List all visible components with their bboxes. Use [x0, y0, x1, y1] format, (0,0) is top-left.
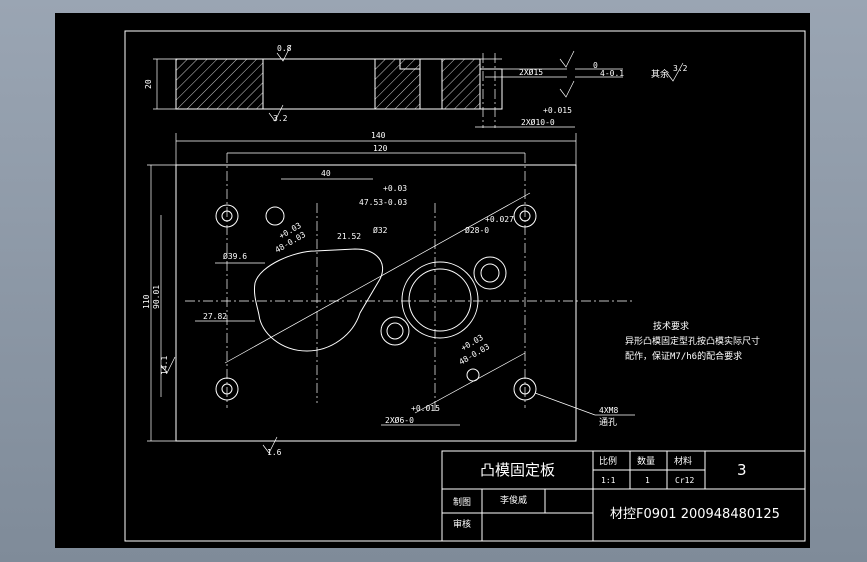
drawn-name: 李俊威 [500, 494, 527, 506]
round-punch-hole-inner [408, 268, 472, 332]
dim-hole-15: 2XØ15 [519, 67, 543, 77]
drawing-number: 3 [737, 461, 747, 479]
plate-outline [175, 164, 577, 442]
dim-2782: 27.82 [203, 312, 227, 321]
hole-br [513, 377, 537, 401]
hole-tl [215, 204, 239, 228]
hole-bl [215, 377, 239, 401]
qty-value: 1 [645, 476, 650, 485]
roughness-bottom-value: 3.2 [273, 114, 288, 123]
roughness-mid-value: 1.6 [267, 448, 282, 457]
tech-notes-line2: 配作，保证M7/h6的配合要求 [625, 350, 742, 362]
roughness-symbol-top [276, 44, 292, 62]
dim-tol-015: +0.015 [543, 106, 572, 115]
dim-hole-10: 2XØ10-0 [521, 117, 555, 127]
tap-label-2: 通孔 [599, 417, 617, 428]
material-value: Cr12 [675, 476, 694, 485]
dim-height-110: 110 [142, 294, 151, 309]
class-info: 材控F0901 200948480125 [610, 507, 780, 522]
dim-tol-0027: +0.027 [485, 215, 514, 224]
dim-width-140: 140 [371, 131, 386, 140]
part-name: 凸模固定板 [480, 461, 555, 479]
title-block: 凸模固定板 比例 数量 材料 1:1 1 Cr12 3 制图 李俊威 审核 材控… [441, 450, 806, 542]
dim-phi32: Ø32 [373, 225, 388, 235]
dim-width-120: 120 [373, 144, 388, 153]
tech-notes-heading: 技术要求 [653, 320, 689, 332]
scale-value: 1:1 [601, 476, 616, 485]
dim-phi28: Ø28-0 [465, 225, 489, 235]
small-hole-bottom [380, 316, 410, 346]
dim-tol-4-01: 4-0.1 [600, 69, 624, 78]
roughness-top-value: 0.8 [277, 44, 292, 53]
dim-height-90: 90.01 [152, 285, 161, 309]
dim-tol-0: 0 [593, 61, 598, 70]
dim-40: 40 [321, 169, 331, 178]
drawn-label: 制图 [453, 496, 471, 508]
plan-view: 140 120 40 110 90.01 14.1 [142, 131, 760, 457]
roughness-other-value: 3.2 [673, 64, 688, 73]
roughness-symbol-bottom [268, 104, 284, 122]
tech-notes-line1: 异形凸模固定型孔按凸模实际尺寸 [625, 335, 760, 347]
dim-thickness: 20 [144, 79, 153, 89]
round-punch-hole-outer [401, 261, 479, 339]
hatch-right [441, 58, 481, 110]
cad-viewport[interactable]: 20 0.8 3.2 2XØ15 0 4-0.1 其余 3.2 +0.015 2… [55, 13, 810, 548]
dim-2152: 21.52 [337, 232, 361, 241]
tap-label: 4XM8 [599, 406, 618, 415]
drawing-canvas: 20 0.8 3.2 2XØ15 0 4-0.1 其余 3.2 +0.015 2… [124, 30, 806, 542]
dim-tol-003-a: +0.03 [383, 184, 407, 193]
dim-tol-0015-b: +0.015 [411, 404, 440, 413]
dim-14: 14.1 [160, 356, 169, 375]
dowel-hole-top [265, 206, 285, 226]
note-other: 其余 [651, 68, 669, 80]
scale-header: 比例 [599, 455, 617, 467]
dim-hole-6: 2XØ6-0 [385, 415, 414, 425]
section-view: 20 0.8 3.2 2XØ15 0 4-0.1 其余 3.2 +0.015 2… [144, 44, 688, 128]
irregular-punch-hole [254, 248, 384, 352]
hatch-left [175, 58, 264, 110]
material-header: 材料 [674, 455, 692, 467]
hatch-mid [374, 58, 421, 110]
qty-header: 数量 [637, 455, 655, 467]
dim-phi396: Ø39.6 [223, 251, 247, 261]
dim-4753: 47.53-0.03 [359, 198, 407, 207]
hole-tr [513, 204, 537, 228]
reviewed-label: 审核 [453, 518, 471, 530]
dowel-hole-right [473, 256, 507, 290]
